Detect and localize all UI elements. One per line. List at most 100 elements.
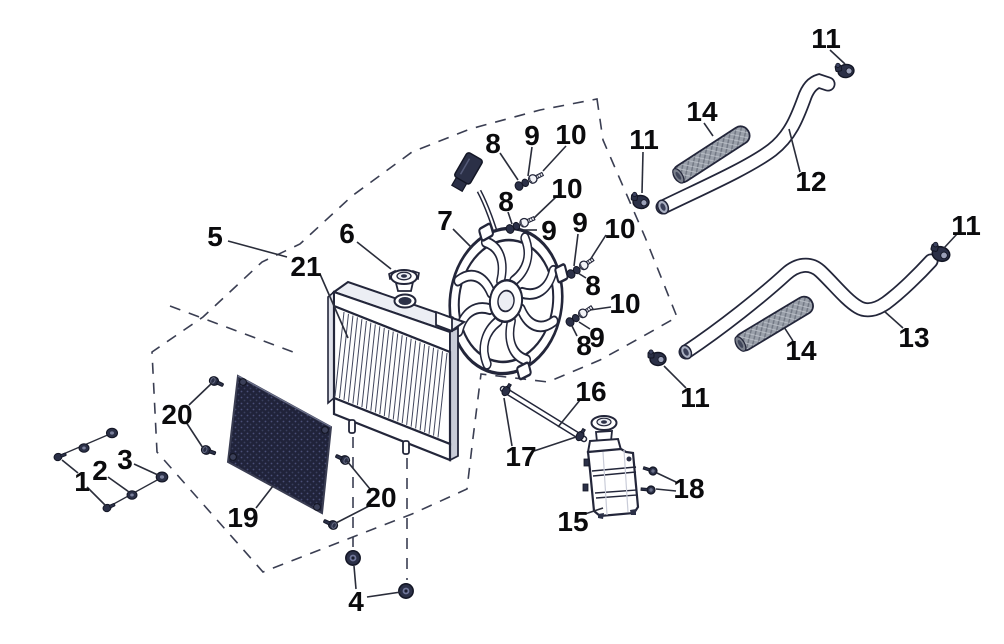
fan-mount-tab bbox=[554, 263, 569, 284]
leader-line bbox=[533, 436, 577, 452]
fastener-set-upper bbox=[52, 427, 119, 463]
leader-line bbox=[188, 382, 213, 406]
part-number-8: 8 bbox=[576, 330, 592, 361]
part-number-7: 7 bbox=[437, 205, 453, 236]
upper-radiator-hose bbox=[629, 59, 856, 215]
washer-part bbox=[155, 471, 169, 483]
part-number-13: 13 bbox=[898, 322, 929, 353]
leader-line bbox=[335, 504, 372, 524]
leader-line bbox=[366, 591, 402, 598]
boundary-outline bbox=[151, 98, 679, 573]
leader-line bbox=[507, 211, 513, 225]
washer-part bbox=[78, 443, 90, 453]
leader-line bbox=[319, 273, 349, 339]
tank-bolt-18 bbox=[640, 484, 656, 495]
screw-part bbox=[52, 450, 68, 463]
radiator-top-bracket bbox=[435, 310, 453, 333]
part-number-11: 11 bbox=[951, 210, 981, 241]
fan-connector bbox=[450, 152, 483, 193]
hose-clamp-11 bbox=[647, 349, 667, 367]
part-number-9: 9 bbox=[524, 120, 540, 151]
leader-line bbox=[641, 151, 644, 194]
leader-line bbox=[133, 463, 159, 476]
part-number-9: 9 bbox=[572, 207, 588, 238]
fan-mount-tab bbox=[478, 222, 494, 242]
radiator bbox=[327, 280, 467, 462]
hose-12-body bbox=[657, 74, 834, 213]
washer-part bbox=[105, 427, 119, 439]
part-number-20: 20 bbox=[365, 482, 396, 513]
leader-line bbox=[503, 397, 513, 447]
part-number-10: 10 bbox=[551, 173, 582, 204]
screen-corner-stud bbox=[313, 503, 321, 511]
inner-dashed-line bbox=[169, 305, 294, 353]
leader-line bbox=[185, 421, 204, 449]
part-number-10: 10 bbox=[609, 288, 640, 319]
part-number-16: 16 bbox=[575, 376, 606, 407]
leader-line bbox=[589, 234, 607, 261]
part-number-9: 9 bbox=[541, 215, 557, 246]
part-number-6: 6 bbox=[339, 218, 355, 249]
radiator-fins bbox=[334, 311, 448, 438]
leader-line bbox=[571, 325, 578, 337]
fan-shroud-inner-ring bbox=[457, 238, 555, 364]
part-number-9: 9 bbox=[589, 322, 605, 353]
radiator-bottom-tank bbox=[332, 396, 452, 462]
part-number-1: 1 bbox=[74, 466, 90, 497]
leader-line bbox=[577, 272, 587, 279]
leader-line bbox=[86, 486, 107, 507]
screen-screw-20 bbox=[321, 516, 340, 532]
leader-line bbox=[589, 306, 612, 311]
leader-line bbox=[356, 241, 392, 270]
part-number-2: 2 bbox=[92, 455, 108, 486]
leader-line bbox=[533, 195, 558, 219]
part-number-10: 10 bbox=[555, 119, 586, 150]
part-number-14: 14 bbox=[686, 96, 718, 127]
leader-line bbox=[703, 122, 714, 137]
part-number-8: 8 bbox=[485, 128, 501, 159]
tank-bolt-18 bbox=[641, 463, 659, 477]
part-number-8: 8 bbox=[498, 186, 514, 217]
screen-corner-stud bbox=[239, 378, 247, 386]
radiator-right-face bbox=[449, 326, 459, 462]
leader-line bbox=[943, 233, 958, 249]
leader-line bbox=[227, 240, 288, 258]
leader-line bbox=[557, 399, 581, 428]
fan-blades bbox=[453, 231, 559, 371]
leader-line bbox=[542, 145, 567, 172]
leader-line bbox=[783, 326, 794, 342]
radiator-cap bbox=[388, 269, 420, 292]
leader-line bbox=[452, 228, 473, 249]
leader-line bbox=[255, 485, 274, 509]
leader-line bbox=[353, 565, 357, 590]
part-number-18: 18 bbox=[673, 473, 704, 504]
part-number-15: 15 bbox=[557, 506, 588, 537]
part-number-21: 21 bbox=[290, 251, 321, 282]
leader-line bbox=[527, 146, 533, 177]
leader-line bbox=[829, 49, 846, 65]
screen-corner-stud bbox=[321, 426, 329, 434]
screen-screw-20 bbox=[207, 374, 226, 390]
front-screen bbox=[226, 374, 333, 515]
grommet-4 bbox=[398, 583, 414, 599]
fan-hub-inner bbox=[497, 289, 515, 313]
part-number-10: 10 bbox=[604, 213, 635, 244]
part-number-20: 20 bbox=[161, 399, 192, 430]
part-number-11: 11 bbox=[629, 124, 659, 155]
radiator-filler-opening bbox=[398, 297, 412, 305]
leader-line bbox=[61, 459, 79, 474]
dashed-boundary bbox=[151, 98, 679, 580]
part-number-3: 3 bbox=[117, 444, 133, 475]
part-number-5: 5 bbox=[207, 221, 223, 252]
leader-line bbox=[584, 507, 604, 515]
lower-radiator-hose bbox=[647, 240, 953, 367]
part-number-12: 12 bbox=[795, 166, 826, 197]
part-number-8: 8 bbox=[585, 270, 601, 301]
part-number-19: 19 bbox=[227, 502, 258, 533]
screen-corner-stud bbox=[229, 453, 237, 461]
radiator-mount-peg bbox=[402, 440, 410, 455]
leader-line bbox=[656, 472, 677, 483]
